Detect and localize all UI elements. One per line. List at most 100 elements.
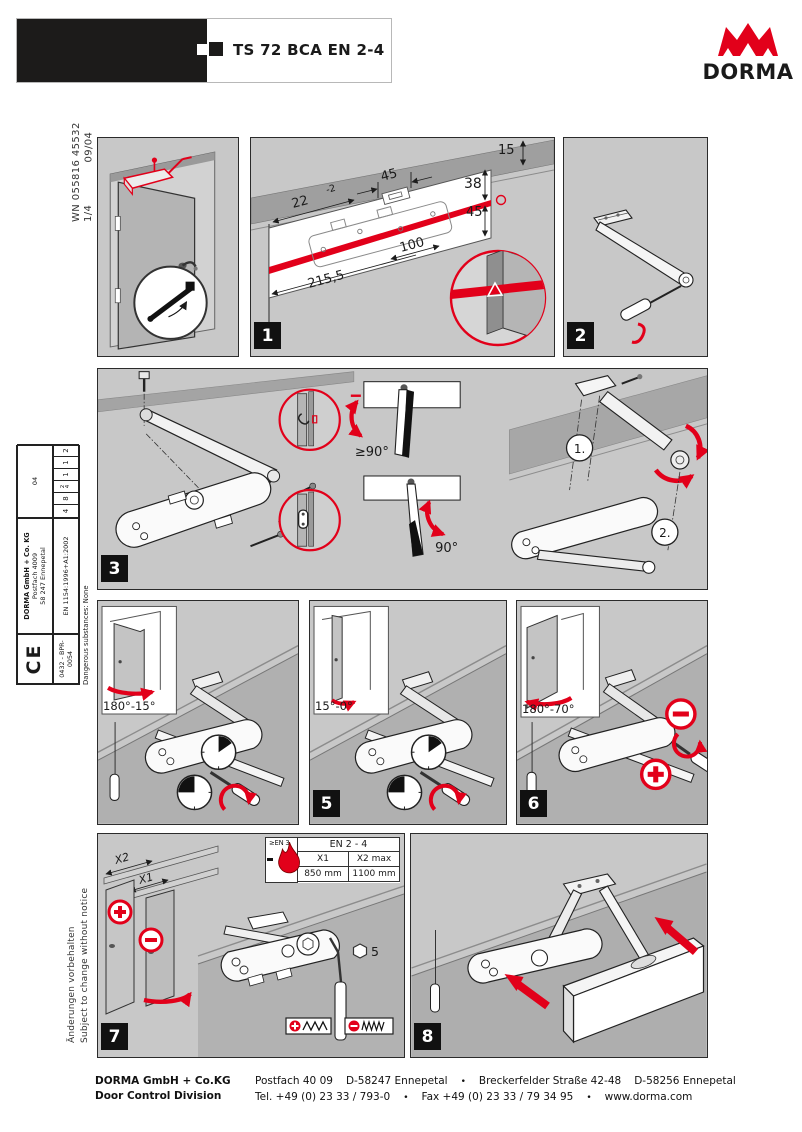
plus-circle-icon: [107, 899, 133, 925]
wall-band-left: [98, 371, 355, 413]
change-notice: Änderungen vorbehalten Subject to change…: [66, 877, 92, 1043]
slide-channel-bracket: [593, 209, 633, 227]
clock-dial-icon: [200, 734, 237, 771]
step-2-label: 2.: [659, 526, 670, 540]
footer-division: Door Control Division: [95, 1090, 222, 1102]
cover-art: [411, 863, 707, 1057]
closer-assembly: [467, 873, 670, 992]
hex-size-label: 5: [371, 944, 379, 959]
bullet-icon: •: [460, 1077, 466, 1087]
footer-pobox: Postfach 40 09: [255, 1075, 333, 1087]
ce-mark: CE: [17, 634, 53, 684]
backcheck-art: 180°-70°: [517, 605, 707, 824]
arm-pivot: [678, 272, 694, 288]
locating-pin: [109, 722, 120, 801]
dim-38: 38: [464, 176, 482, 192]
wall: [198, 894, 404, 1057]
slide-arm: [143, 408, 278, 483]
arm-art: [593, 209, 694, 344]
arm-attach-scene: [511, 374, 707, 574]
screwdriver-handle: [620, 298, 652, 321]
closer-with-hex-key: [220, 911, 347, 1041]
class-digit: 8: [54, 493, 78, 505]
panel-1-number: 1: [254, 322, 281, 349]
footer-contact-line: Tel. +49 (0) 23 33 / 793-0•Fax +49 (0) 2…: [255, 1090, 749, 1106]
warning-triangle-icon: [486, 281, 504, 297]
rotation-arrow-icon: [671, 732, 707, 759]
locating-pin: [430, 930, 440, 1013]
header-bar: TS 72 BCA EN 2-4: [16, 18, 392, 83]
closer-cover: [562, 937, 705, 1044]
x1-max-value: 850 mm: [304, 869, 342, 879]
doc-number-text: WN 055816 45532: [71, 122, 82, 222]
panel-4-closing-speed: 180°-15°: [97, 600, 299, 825]
cert-standard-cell: EN 1154:1996+A1:2002: [53, 518, 79, 634]
hinge: [114, 288, 121, 304]
footer-fax: Fax +49 (0) 23 33 / 79 34 95: [421, 1091, 574, 1103]
clock-dial-icon: [410, 734, 447, 771]
header-black-bar: [17, 19, 207, 82]
panel-8-cover: 8: [410, 833, 708, 1058]
class-digit: 4: [61, 508, 70, 514]
rotation-arrow-icon: [428, 783, 467, 811]
clock-dial-icon: [386, 774, 423, 811]
closer-body-exploded: [115, 472, 272, 548]
door-closer-red-outline: [122, 156, 192, 196]
fire-icon: [278, 841, 300, 874]
angle-range-label: 15°-0°: [315, 699, 353, 713]
minus-circle-icon: [665, 698, 697, 730]
door-angle-inset: [101, 605, 177, 715]
door-angle-inset: [313, 605, 389, 715]
panel-2-number: 2: [567, 322, 594, 349]
page-title: TS 72 BCA EN 2-4: [233, 41, 385, 59]
door-swing-inset-icon: [133, 265, 208, 340]
angle-90-label: 90°: [435, 541, 458, 556]
cert-company: DORMA GmbH + Co. KG: [22, 532, 31, 620]
panel-1-dimensions: 22 -2 45 15 38 45 100 215,5 1: [250, 137, 555, 357]
detail-circle-strap: [278, 388, 341, 452]
change-notice-de: Änderungen vorbehalten: [67, 926, 77, 1043]
panel-7-number: 7: [101, 1023, 128, 1050]
x2-col-header: X2 max: [348, 852, 399, 866]
dorma-wordmark: DORMA: [702, 60, 794, 84]
step-1-circle: [565, 434, 594, 462]
panel-door-overview: [97, 137, 239, 357]
class-digit: 2: [54, 445, 78, 457]
mounting-art: ≥90° 90°: [98, 371, 707, 574]
detail-circle-link: [278, 488, 341, 552]
slide-direction-arrow: [504, 974, 550, 1010]
dash-icon: [267, 858, 273, 861]
dim-100: 100: [398, 235, 426, 256]
hinge: [114, 216, 121, 231]
ce-table: CE DORMA GmbH + Co. KG Postfach 4009 58 …: [16, 444, 80, 685]
latching-speed-art: 15°-0°: [310, 605, 506, 824]
frame-reveal: [110, 152, 215, 183]
angle-range-label: 180°-15°: [103, 699, 155, 713]
spring-force-art: X2 X1: [103, 845, 404, 1057]
spring-increase-icon: [285, 1017, 332, 1035]
dim-22: 22: [290, 193, 310, 212]
dorma-crown-icon: [718, 23, 778, 56]
angle-min90-label: ≥90°: [355, 445, 389, 460]
cert-addr2: 58 247 Ennepetal: [39, 547, 48, 605]
plus-circle-icon: [639, 758, 672, 791]
change-notice-en: Subject to change without notice: [80, 887, 90, 1043]
dim-15: 15: [498, 143, 515, 158]
en-class-header: EN 2 - 4: [329, 839, 368, 850]
dim-45-right: 45: [466, 205, 483, 220]
dorma-logo: DORMA: [702, 22, 794, 84]
panel-7-spring-force: X2 X1: [97, 833, 405, 1058]
door-angle-inset: [520, 605, 600, 718]
red-clip: [631, 322, 646, 344]
header-square-white-icon: [197, 44, 208, 55]
angle-inset-90: [363, 475, 461, 557]
step-1-label: 1.: [574, 442, 585, 456]
en3-label: ≥EN 3: [269, 839, 290, 847]
door-overview-art: [109, 151, 216, 350]
cert-company-cell: DORMA GmbH + Co. KG Postfach 4009 58 247…: [17, 518, 53, 634]
dim-tolerance: -2: [325, 183, 337, 196]
